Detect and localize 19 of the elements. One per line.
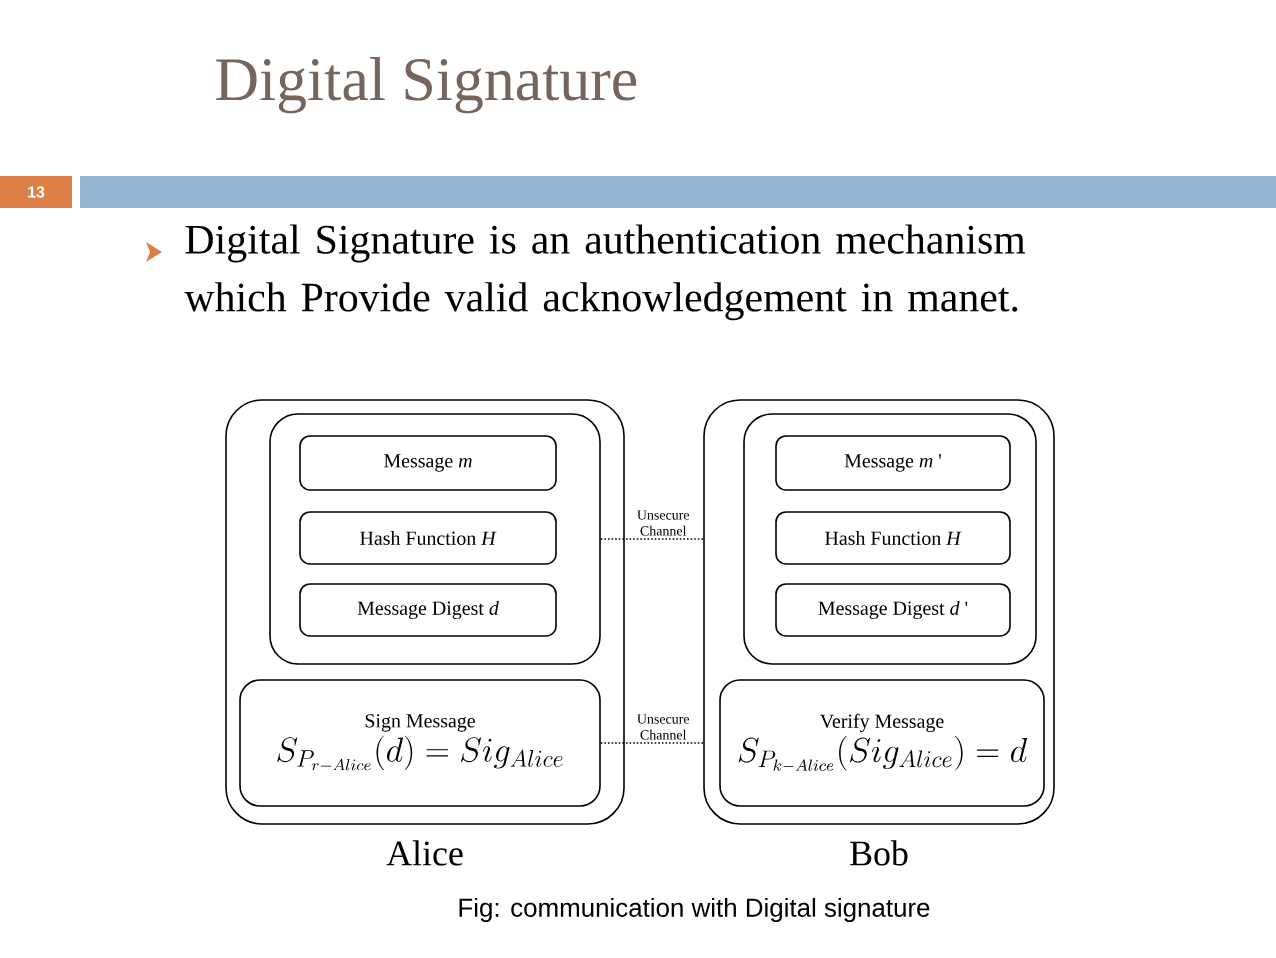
message-box: Verify Message $S_{P_{k-Alice}}(Sig_{Alice}) = d$ (719, 679, 1045, 807)
rounded-box (743, 413, 1037, 665)
process-box: Hash Function H (299, 511, 557, 565)
process-box: Message Digest d (299, 583, 557, 637)
party-box (703, 399, 1055, 825)
process-box: Message m ' (775, 435, 1011, 491)
rounded-box (269, 413, 601, 665)
process-box: Hash Function H (775, 511, 1011, 565)
connector-line (600, 742, 704, 744)
process-box: Message m (299, 435, 557, 491)
connector-line (600, 538, 704, 540)
party-label: Alice (386, 840, 463, 866)
message-box: Sign Message $S_{P_{r-Alice}}(d) = Sig_{Alice}$ (239, 679, 601, 807)
party-label: Bob (850, 840, 908, 866)
figure-caption: Fig: communication with Digital signature (459, 897, 930, 923)
bullet-text: Digital Signature is an authentication mechanism which Provide valid acknowledgement in manet. (184, 224, 1026, 321)
party-box (225, 399, 625, 825)
process-box: Message Digest d ' (775, 583, 1011, 637)
slide-title: Digital Signature (216, 57, 637, 114)
